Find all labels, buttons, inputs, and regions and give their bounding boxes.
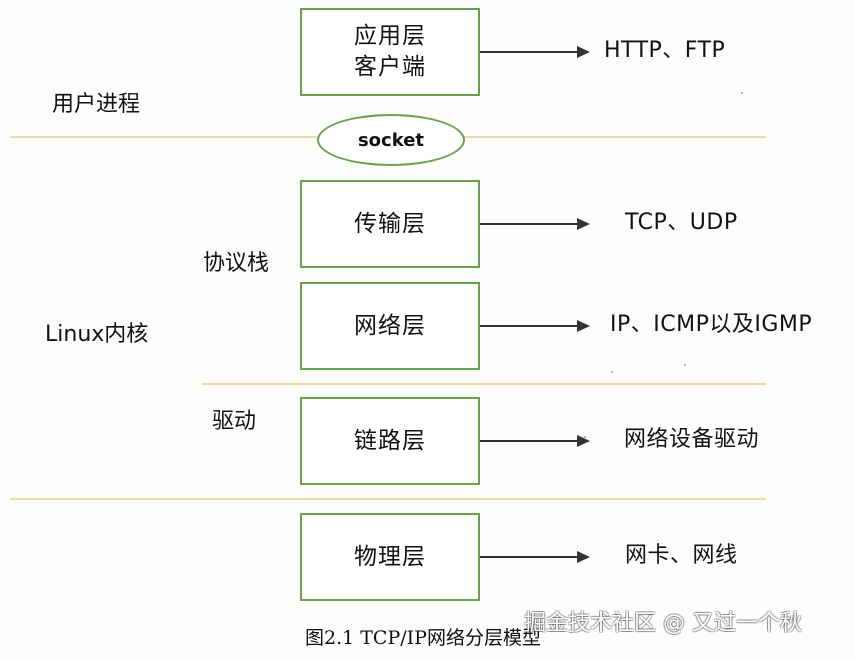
link-arrow-icon (480, 432, 590, 450)
transport-protocols: TCP、UDP (625, 210, 738, 235)
scan-speck (684, 364, 686, 366)
application-layer-title: 应用层 (354, 23, 426, 49)
physical-layer-box: 物理层 (300, 513, 480, 601)
scan-speck (584, 436, 586, 438)
socket-ellipse: socket (317, 114, 465, 166)
application-arrow-icon (480, 43, 590, 61)
linux-kernel-label: Linux内核 (45, 322, 149, 347)
network-layer-box: 网络层 (300, 282, 480, 370)
physical-arrow-icon (480, 548, 590, 566)
network-arrow-icon (480, 317, 590, 335)
protocol-driver-divider (202, 383, 766, 385)
link-layer-label: 链路层 (354, 427, 426, 454)
transport-arrow-icon (480, 215, 590, 233)
network-layer-label: 网络层 (354, 312, 426, 339)
user-process-label: 用户进程 (52, 92, 141, 117)
link-layer-box: 链路层 (300, 397, 480, 485)
physical-description: 网卡、网线 (625, 543, 738, 568)
application-layer-box: 应用层 客户端 (300, 8, 480, 96)
scan-speck (741, 92, 743, 94)
transport-layer-label: 传输层 (354, 210, 426, 237)
application-protocols: HTTP、FTP (604, 38, 726, 63)
transport-layer-box: 传输层 (300, 180, 480, 268)
protocol-stack-label: 协议栈 (203, 251, 270, 276)
socket-label: socket (357, 129, 425, 151)
watermark: 掘金技术社区 @ 又过一个秋 (524, 611, 802, 636)
network-protocols: IP、ICMP以及IGMP (610, 312, 813, 337)
kernel-hardware-divider (10, 498, 766, 500)
physical-layer-label: 物理层 (354, 543, 426, 570)
driver-label: 驱动 (212, 409, 257, 434)
application-layer-subtitle: 客户端 (354, 54, 426, 80)
scan-speck (611, 371, 613, 373)
figure-caption: 图2.1 TCP/IP网络分层模型 (305, 627, 541, 649)
link-description: 网络设备驱动 (624, 427, 760, 452)
